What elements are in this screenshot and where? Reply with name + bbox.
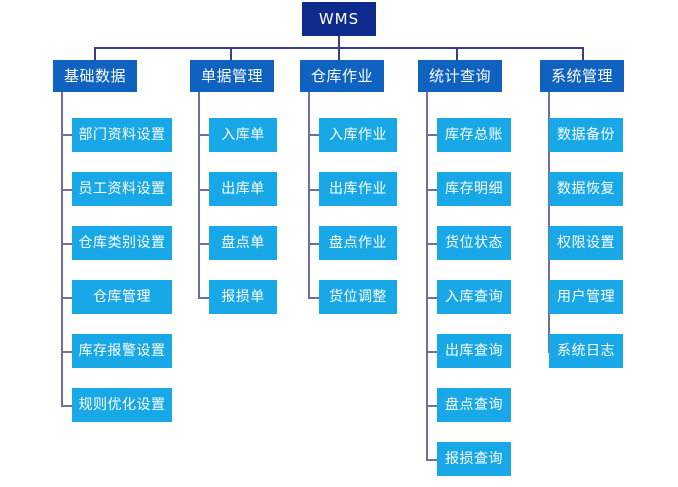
branch-spine-connector-4 [426, 92, 428, 459]
branch-drop-connector-3 [338, 47, 340, 60]
leaf-node-3-2[interactable]: 出库作业 [319, 172, 397, 206]
leaf-node-1-5[interactable]: 库存报警设置 [72, 334, 172, 368]
leaf-node-4-4[interactable]: 入库查询 [437, 280, 511, 314]
leaf-stub-connector-1-6 [61, 405, 72, 407]
branch-spine-connector-5 [548, 92, 550, 351]
leaf-stub-connector-3-4 [308, 297, 319, 299]
branch-drop-connector-2 [230, 47, 232, 60]
leaf-stub-connector-1-1 [61, 134, 72, 136]
leaf-node-5-5[interactable]: 系统日志 [549, 334, 623, 368]
leaf-node-1-6[interactable]: 规则优化设置 [72, 388, 172, 422]
leaf-node-2-4[interactable]: 报损单 [209, 280, 277, 314]
leaf-stub-connector-3-1 [308, 134, 319, 136]
leaf-node-3-4[interactable]: 货位调整 [319, 280, 397, 314]
leaf-node-4-7[interactable]: 报损查询 [437, 442, 511, 476]
leaf-stub-connector-3-2 [308, 189, 319, 191]
leaf-stub-connector-4-2 [426, 189, 437, 191]
leaf-stub-connector-2-1 [198, 134, 209, 136]
leaf-stub-connector-2-3 [198, 243, 209, 245]
leaf-stub-connector-2-2 [198, 189, 209, 191]
leaf-node-3-1[interactable]: 入库作业 [319, 118, 397, 152]
branch-node-4[interactable]: 统计查询 [418, 60, 502, 92]
branch-spine-connector-3 [308, 92, 310, 297]
branch-node-1[interactable]: 基础数据 [53, 60, 137, 92]
leaf-stub-connector-2-4 [198, 297, 209, 299]
root-stem-connector [338, 36, 340, 48]
branch-spine-connector-1 [61, 92, 63, 405]
leaf-stub-connector-1-2 [61, 189, 72, 191]
leaf-node-1-1[interactable]: 部门资料设置 [72, 118, 172, 152]
branch-drop-connector-5 [582, 47, 584, 60]
leaf-node-2-2[interactable]: 出库单 [209, 172, 277, 206]
root-node-wms[interactable]: WMS [302, 2, 376, 36]
leaf-stub-connector-4-7 [426, 459, 437, 461]
branch-drop-connector-4 [456, 47, 458, 60]
leaf-stub-connector-4-1 [426, 134, 437, 136]
leaf-node-4-1[interactable]: 库存总账 [437, 118, 511, 152]
leaf-node-2-1[interactable]: 入库单 [209, 118, 277, 152]
leaf-stub-connector-1-4 [61, 297, 72, 299]
leaf-stub-connector-1-3 [61, 243, 72, 245]
leaf-stub-connector-1-5 [61, 351, 72, 353]
branch-node-2[interactable]: 单据管理 [190, 60, 274, 92]
leaf-node-1-3[interactable]: 仓库类别设置 [72, 226, 172, 260]
leaf-node-5-2[interactable]: 数据恢复 [549, 172, 623, 206]
leaf-node-5-3[interactable]: 权限设置 [549, 226, 623, 260]
leaf-stub-connector-3-3 [308, 243, 319, 245]
branch-spine-connector-2 [198, 92, 200, 297]
leaf-node-2-3[interactable]: 盘点单 [209, 226, 277, 260]
leaf-node-4-2[interactable]: 库存明细 [437, 172, 511, 206]
leaf-node-4-3[interactable]: 货位状态 [437, 226, 511, 260]
leaf-stub-connector-4-4 [426, 297, 437, 299]
leaf-node-5-1[interactable]: 数据备份 [549, 118, 623, 152]
branch-node-3[interactable]: 仓库作业 [300, 60, 384, 92]
leaf-node-1-2[interactable]: 员工资料设置 [72, 172, 172, 206]
leaf-node-5-4[interactable]: 用户管理 [549, 280, 623, 314]
leaf-node-1-4[interactable]: 仓库管理 [72, 280, 172, 314]
branch-node-5[interactable]: 系统管理 [540, 60, 624, 92]
leaf-stub-connector-4-3 [426, 243, 437, 245]
leaf-stub-connector-4-6 [426, 405, 437, 407]
leaf-node-4-6[interactable]: 盘点查询 [437, 388, 511, 422]
leaf-node-4-5[interactable]: 出库查询 [437, 334, 511, 368]
branch-drop-connector-1 [94, 47, 96, 60]
leaf-stub-connector-4-5 [426, 351, 437, 353]
leaf-node-3-3[interactable]: 盘点作业 [319, 226, 397, 260]
